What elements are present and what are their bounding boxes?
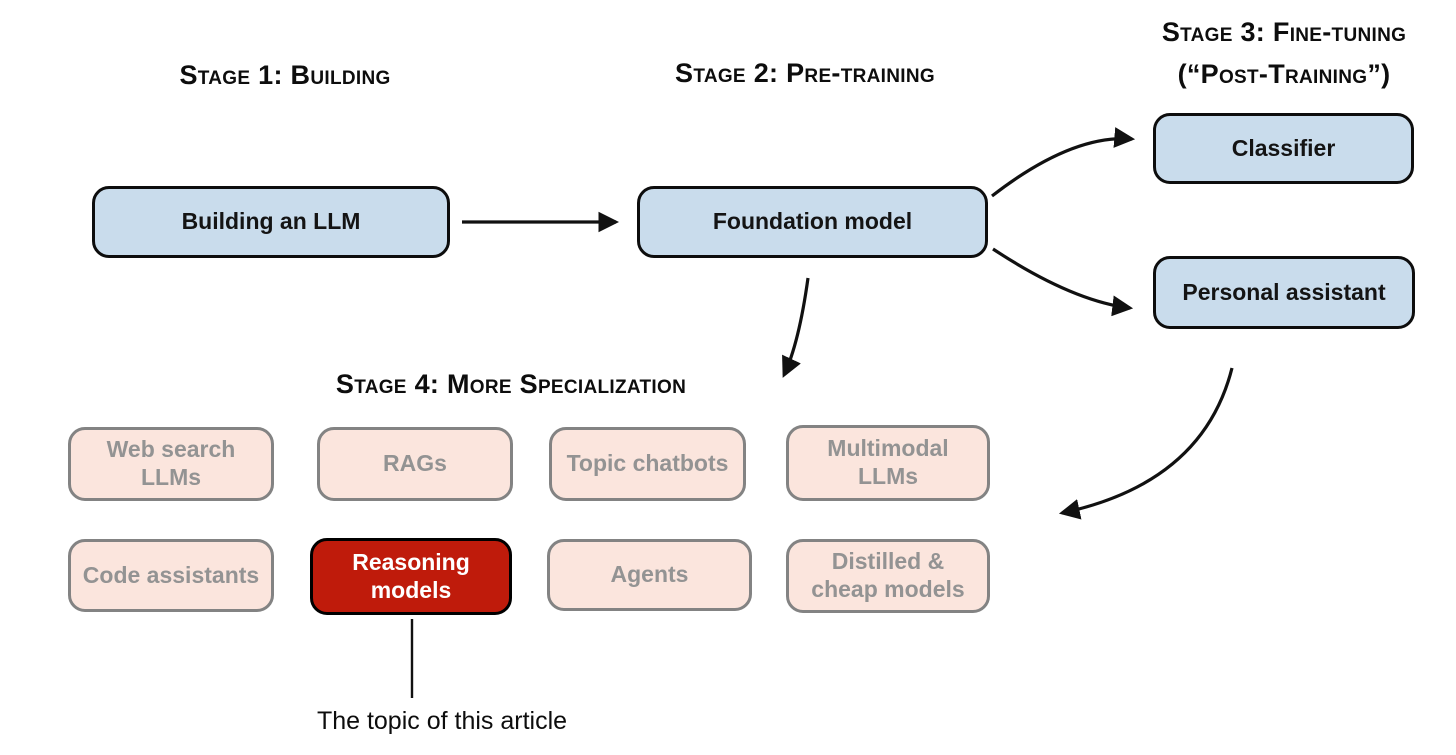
agents-label: Agents: [610, 561, 689, 588]
article-topic-annotation: The topic of this article: [316, 707, 568, 735]
reasoning-models-line1: Reasoning: [352, 548, 470, 575]
stage2-title: Stage 2: Pre-training: [675, 58, 935, 88]
multimodal-llms-line2: LLMs: [857, 463, 919, 489]
reasoning-models-line2: models: [370, 576, 452, 603]
distilled-cheap-models-box: Distilled & cheap models: [786, 539, 990, 613]
web-search-llms-line1: Web search: [106, 436, 236, 463]
stage1-title: Stage 1: Building: [179, 60, 391, 90]
stage3-title-line2: (“Post-Training”): [1177, 58, 1391, 89]
web-search-llms-line2: LLMs: [140, 464, 202, 490]
multimodal-llms-box: Multimodal LLMs: [786, 425, 990, 501]
personal-assistant-label: Personal assistant: [1182, 278, 1386, 305]
classifier-label: Classifier: [1231, 134, 1336, 161]
arrow-foundation-to-classifier: [991, 127, 1136, 198]
rags-box: RAGs: [317, 427, 513, 501]
agents-box: Agents: [547, 539, 752, 611]
foundation-model-label: Foundation model: [712, 208, 913, 235]
arrow-personal-assistant-to-stage4: [1058, 367, 1234, 520]
code-assistants-label: Code assistants: [82, 561, 260, 588]
arrow-foundation-to-personal-assistant: [992, 247, 1134, 317]
classifier-box: Classifier: [1153, 113, 1414, 184]
building-llm-box: Building an LLM: [92, 186, 450, 258]
rags-label: RAGs: [383, 450, 447, 477]
arrow-foundation-to-stage4: [782, 277, 810, 378]
stage3-title: Stage 3: Fine-tuning (“Post-Training”): [1112, 12, 1456, 96]
distilled-cheap-models-line2: cheap models: [811, 576, 965, 602]
personal-assistant-box: Personal assistant: [1153, 256, 1415, 329]
stage4-title: Stage 4: More Specialization: [335, 369, 687, 399]
reasoning-models-box: Reasoning models: [310, 538, 512, 615]
web-search-llms-box: Web search LLMs: [68, 427, 274, 501]
code-assistants-box: Code assistants: [68, 539, 274, 612]
topic-chatbots-label: Topic chatbots: [566, 450, 729, 477]
distilled-cheap-models-line1: Distilled &: [831, 548, 945, 575]
multimodal-llms-line1: Multimodal: [827, 435, 949, 462]
topic-chatbots-box: Topic chatbots: [549, 427, 746, 501]
stage3-title-line1: Stage 3: Fine-tuning: [1161, 17, 1407, 47]
building-llm-label: Building an LLM: [181, 208, 361, 235]
foundation-model-box: Foundation model: [637, 186, 988, 258]
